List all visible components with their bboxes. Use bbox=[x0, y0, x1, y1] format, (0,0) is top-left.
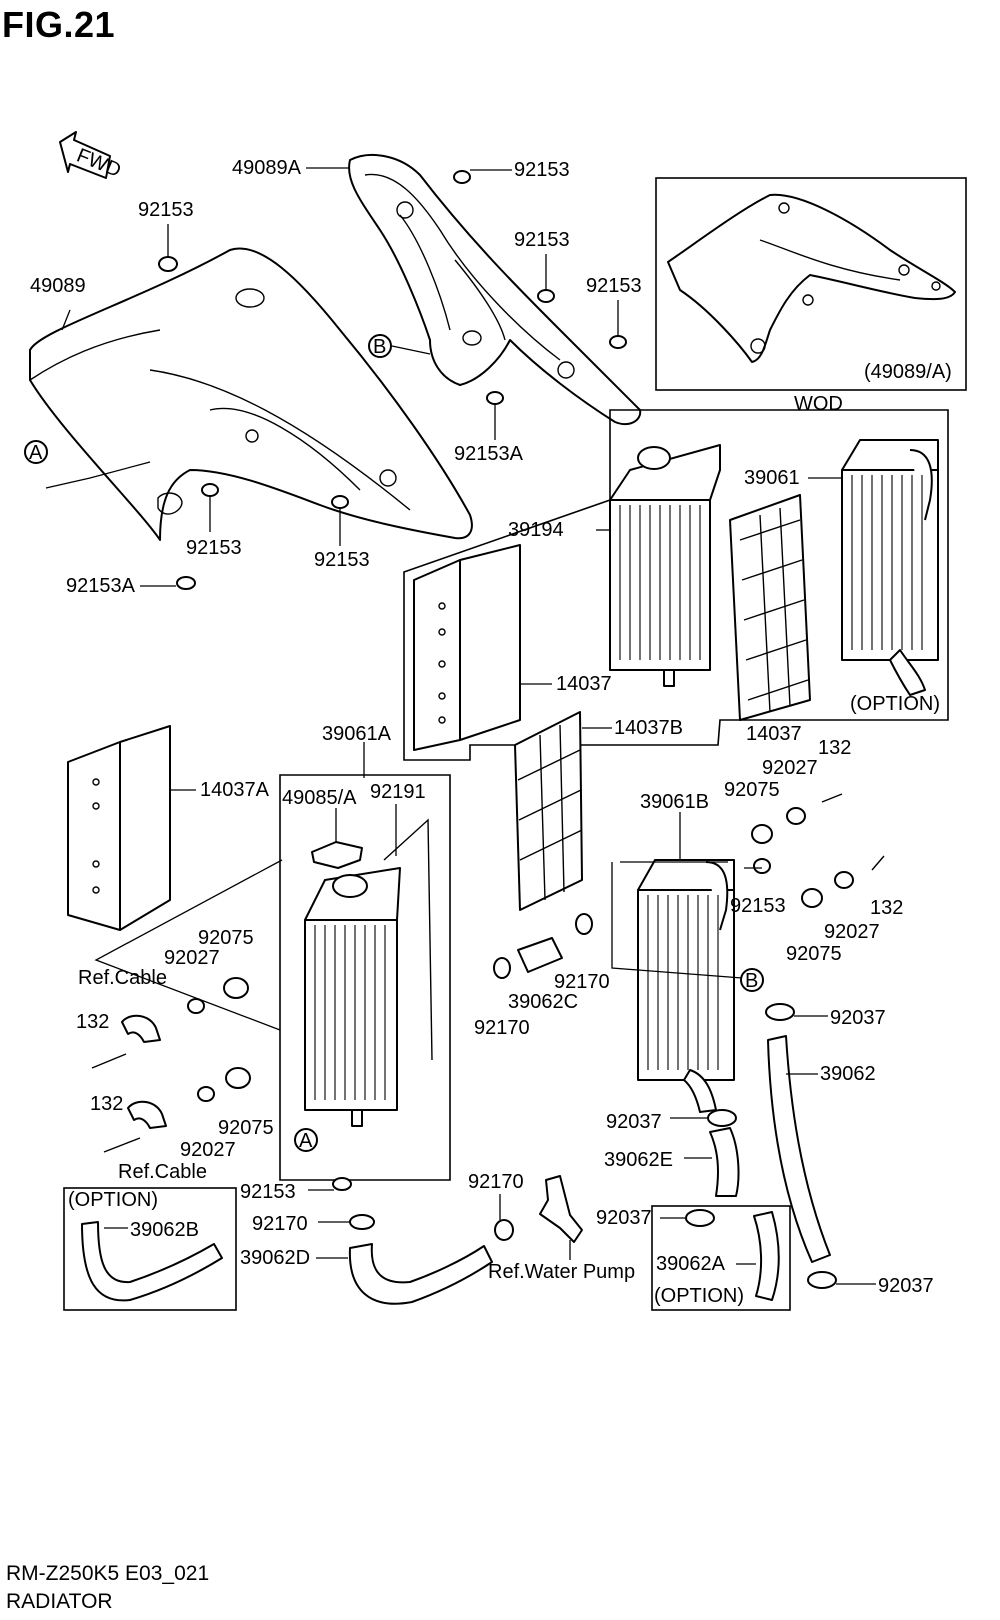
figure-title: FIG.21 bbox=[2, 4, 116, 45]
callout-label: 92027 bbox=[164, 947, 220, 969]
callout-label: 92153 bbox=[730, 895, 786, 917]
callout-label: 39062 bbox=[820, 1063, 876, 1085]
callout-label: 92153 bbox=[138, 199, 194, 221]
callout-label: 132 bbox=[76, 1011, 109, 1033]
callout-label: 132 bbox=[818, 737, 851, 759]
radiator-39061-option bbox=[841, 439, 939, 696]
model-code: RM-Z250K5 E03_021 bbox=[6, 1562, 210, 1585]
callout-label: 39194 bbox=[508, 519, 564, 541]
breather-hose bbox=[383, 818, 433, 1061]
radiator-cap-icon bbox=[311, 841, 363, 869]
radiator-shroud-left bbox=[29, 247, 473, 541]
callout-label: 14037B bbox=[614, 717, 683, 739]
svg-text:B: B bbox=[373, 336, 386, 358]
svg-text:B: B bbox=[745, 970, 758, 992]
part-number-callouts: 49089A 92153 92153 92153 49089 92153 (49… bbox=[30, 157, 952, 1307]
svg-text:A: A bbox=[29, 442, 43, 464]
callout-label: 92153 bbox=[586, 275, 642, 297]
callout-label: WOD bbox=[794, 393, 843, 415]
water-pump-fitting bbox=[539, 1175, 583, 1243]
hose-39062e bbox=[709, 1127, 740, 1197]
callout-label: 39061A bbox=[322, 723, 392, 745]
callout-label: 49089 bbox=[30, 275, 86, 297]
callout-label: 92170 bbox=[474, 1017, 530, 1039]
fwd-arrow-icon: FWD bbox=[59, 131, 124, 182]
callout-label: 92153 bbox=[514, 229, 570, 251]
screw-132-icon bbox=[91, 793, 885, 1153]
louver-14037-right bbox=[729, 494, 811, 721]
hose-39062 bbox=[767, 1035, 831, 1263]
callout-label: 92075 bbox=[218, 1117, 274, 1139]
svg-text:A: A bbox=[299, 1130, 313, 1152]
hose-39062b bbox=[81, 1221, 223, 1302]
callout-label: 92027 bbox=[824, 921, 880, 943]
callout-label: 92170 bbox=[252, 1213, 308, 1235]
hose-clamp-icon bbox=[349, 913, 837, 1289]
hose-39062a bbox=[753, 1211, 780, 1301]
callout-label: 92075 bbox=[724, 779, 780, 801]
bolt-icon bbox=[158, 170, 627, 590]
callout-label: (OPTION) bbox=[850, 693, 940, 715]
callout-label: Ref.Cable bbox=[118, 1161, 207, 1183]
callout-label: 39062B bbox=[130, 1219, 199, 1241]
callout-label: 14037A bbox=[200, 779, 270, 801]
callout-label: 39061 bbox=[744, 467, 800, 489]
callout-label: (49089/A) bbox=[864, 361, 952, 383]
wod-shroud bbox=[667, 193, 956, 363]
callout-label: 49089A bbox=[232, 157, 302, 179]
callout-label: 92153 bbox=[240, 1181, 296, 1203]
cable-clamp-icon bbox=[121, 1014, 167, 1129]
radiator-39061a bbox=[304, 867, 401, 1127]
callout-label: 92170 bbox=[468, 1171, 524, 1193]
callout-label: 92191 bbox=[370, 781, 426, 803]
grommet-icon bbox=[187, 807, 854, 1191]
callout-label: 92153 bbox=[186, 537, 242, 559]
callout-label: 92037 bbox=[830, 1007, 886, 1029]
callout-label: 132 bbox=[870, 897, 903, 919]
section-name: RADIATOR bbox=[6, 1590, 113, 1613]
callout-label: (OPTION) bbox=[68, 1189, 158, 1211]
callout-label: 92153 bbox=[314, 549, 370, 571]
radiator-39194 bbox=[609, 444, 721, 687]
callout-label: 92027 bbox=[762, 757, 818, 779]
callout-label: Ref.Water Pump bbox=[488, 1261, 635, 1283]
callout-label: 92037 bbox=[878, 1275, 934, 1297]
callout-label: 92037 bbox=[606, 1111, 662, 1133]
callout-label: 92153A bbox=[454, 443, 524, 465]
louver-14037a bbox=[67, 725, 171, 931]
callout-label: 39062C bbox=[508, 991, 578, 1013]
louver-14037b bbox=[514, 711, 583, 911]
callout-label: 132 bbox=[90, 1093, 123, 1115]
callout-label: 14037 bbox=[556, 673, 612, 695]
callout-label: 39062D bbox=[240, 1247, 310, 1269]
reference-marker: A B B A bbox=[24, 334, 764, 1152]
callout-label: 92075 bbox=[198, 927, 254, 949]
callout-label: 39062A bbox=[656, 1253, 726, 1275]
callout-label: 92075 bbox=[786, 943, 842, 965]
callout-label: 92170 bbox=[554, 971, 610, 993]
option-box-left bbox=[63, 1187, 237, 1311]
upper-radiator-group-outline bbox=[403, 409, 949, 761]
callout-label: 39061B bbox=[640, 791, 709, 813]
callout-label: 14037 bbox=[746, 723, 802, 745]
radiator-39061b bbox=[637, 859, 735, 1113]
callout-label: 49085/A bbox=[282, 787, 357, 809]
callout-label: 92153 bbox=[514, 159, 570, 181]
wod-variant-box bbox=[655, 177, 967, 391]
callout-label: (OPTION) bbox=[654, 1285, 744, 1307]
callout-label: Ref.Cable bbox=[78, 967, 167, 989]
hose-39062c bbox=[517, 937, 563, 973]
hose-39062d bbox=[348, 1243, 493, 1305]
callout-leader-lines bbox=[45, 167, 876, 1285]
lower-radiator-group-outline bbox=[279, 774, 451, 1181]
callout-label: 92037 bbox=[596, 1207, 652, 1229]
option-box-right bbox=[651, 1205, 791, 1311]
callout-label: 39062E bbox=[604, 1149, 673, 1171]
callout-label: 92027 bbox=[180, 1139, 236, 1161]
louver-14037-left bbox=[413, 544, 521, 751]
radiator-shroud-center bbox=[348, 154, 642, 426]
callout-label: 92153A bbox=[66, 575, 136, 597]
